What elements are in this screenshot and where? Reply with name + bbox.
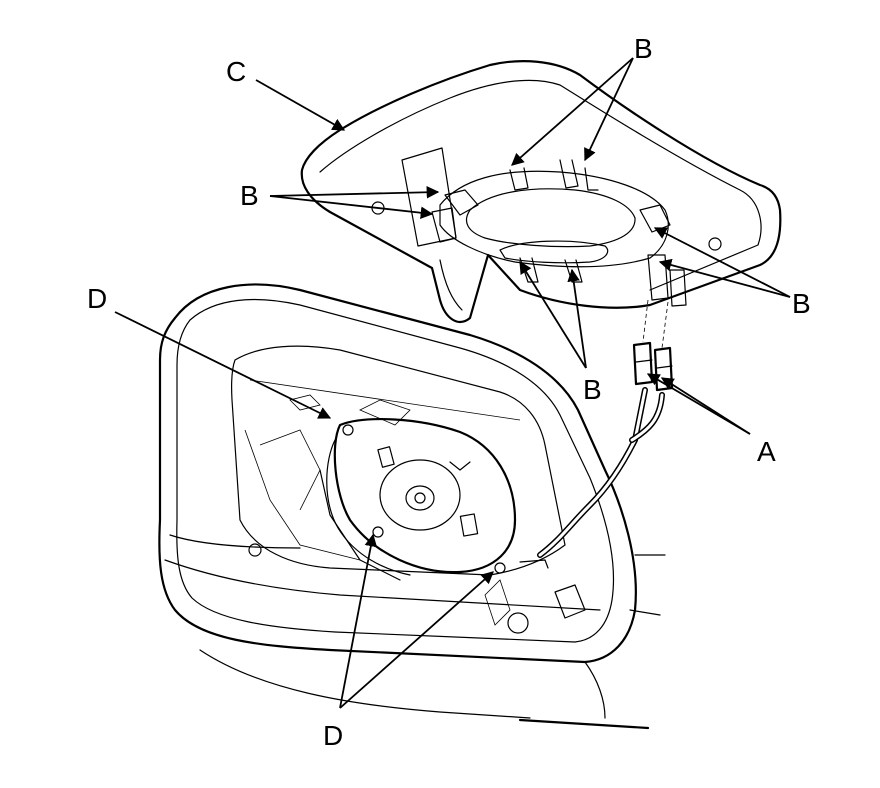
leader-lines [114,57,791,709]
label-b-left: B [240,180,259,211]
label-d-top: D [87,283,107,314]
label-b-right: B [792,288,811,319]
mirror-glass [300,60,782,324]
wire-harness [519,387,665,569]
label-b-bottom: B [583,374,602,405]
mirror-motor [319,418,517,581]
mirror-housing [158,283,666,730]
connector-a-left [632,341,654,386]
label-a: A [757,436,776,467]
label-b-top: B [634,33,653,64]
label-d-bottom: D [323,720,343,751]
label-c: C [226,56,246,87]
